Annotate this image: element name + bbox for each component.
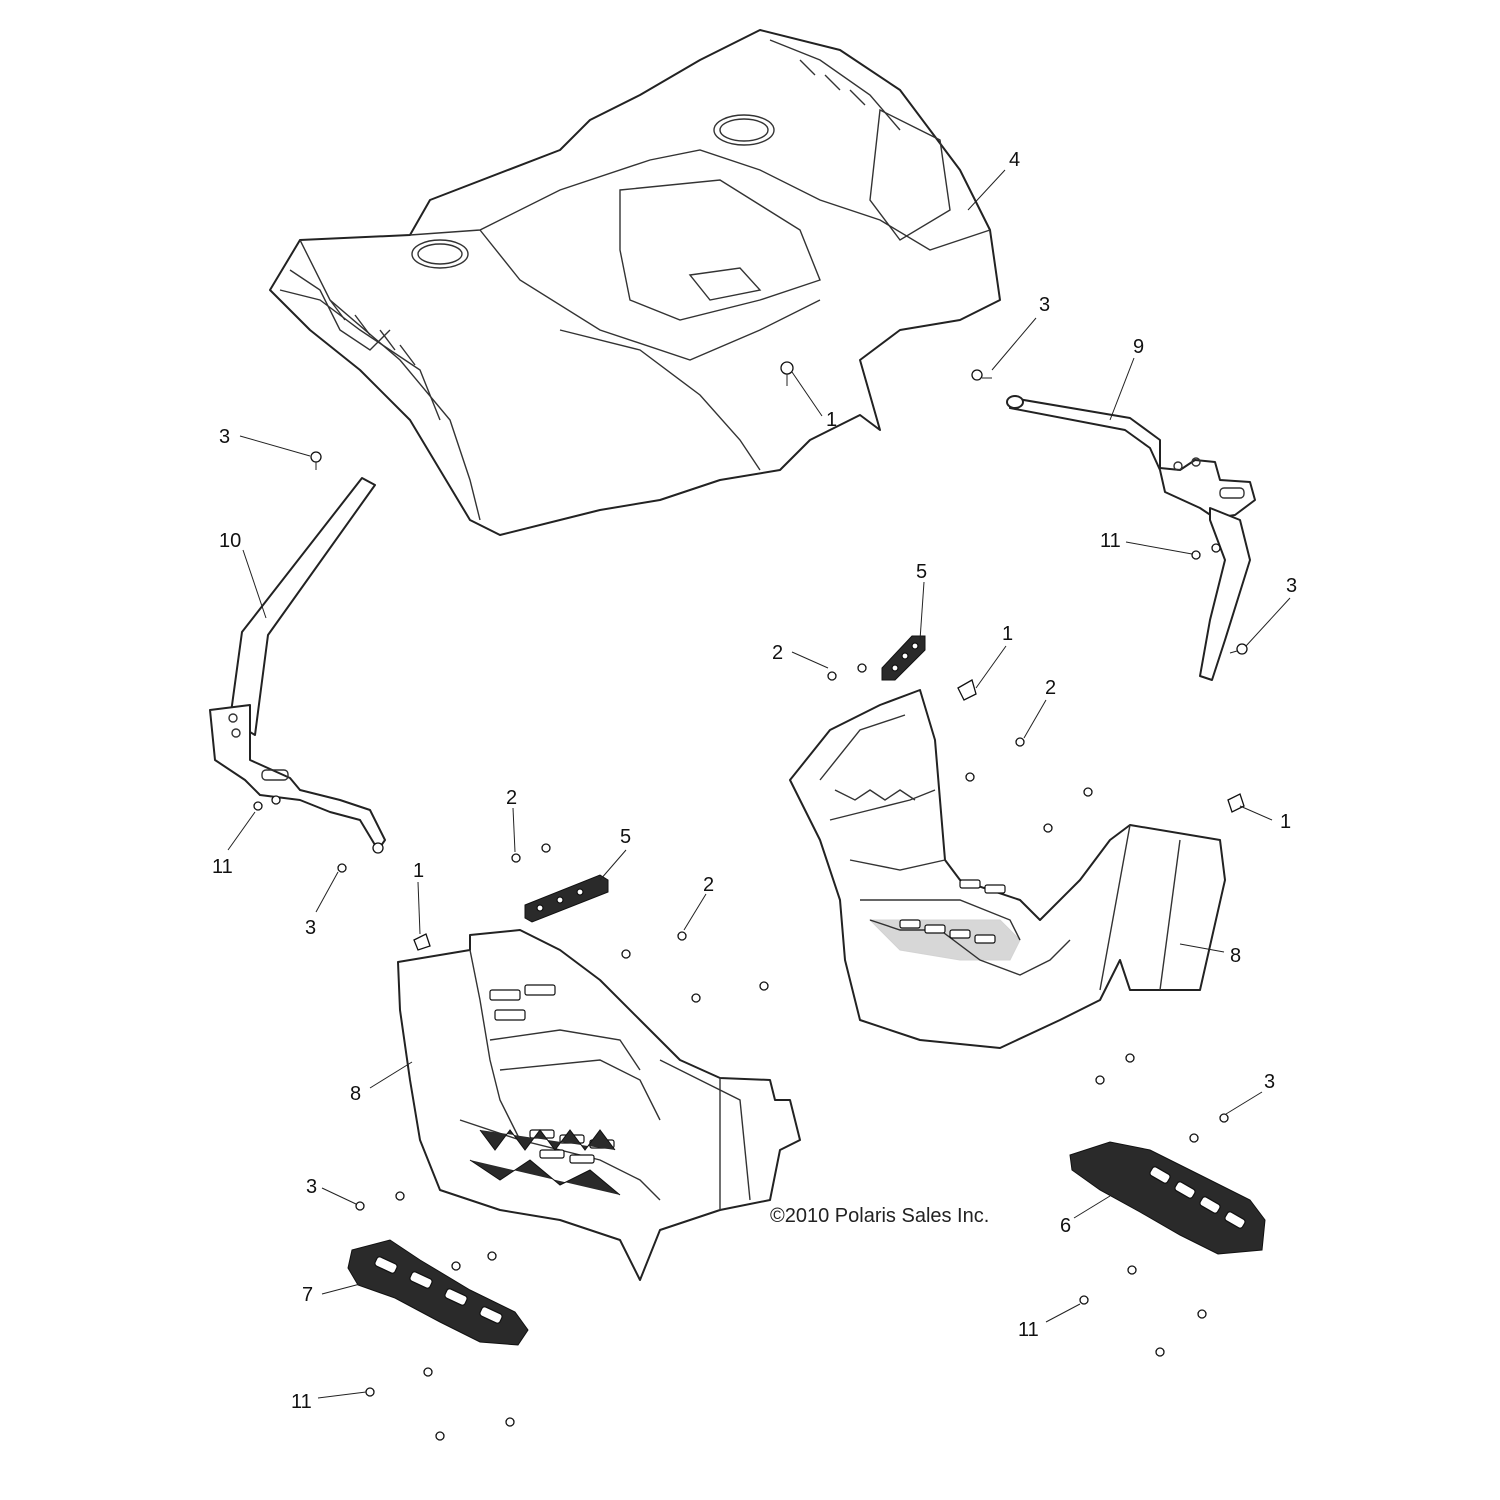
- right-footwell-part: [789, 689, 1226, 1049]
- callout-part-5: 5: [916, 561, 927, 583]
- screw-icon: [691, 993, 701, 1003]
- callout-part-3: 3: [1286, 575, 1297, 597]
- screw-icon: [337, 863, 347, 873]
- nut-icon: [505, 1417, 515, 1427]
- callout-part-4: 4: [1009, 149, 1020, 171]
- screw-icon: [355, 1201, 365, 1211]
- screw-icon: [310, 451, 322, 470]
- screw-icon: [965, 772, 975, 782]
- retainer-strip-upper-part: [881, 635, 926, 681]
- push-rivet-icon: [413, 933, 431, 951]
- callout-part-1: 1: [826, 409, 837, 431]
- leader-lines: [227, 169, 1291, 1399]
- screw-icon: [971, 369, 992, 381]
- left-footwell-part: [397, 929, 801, 1281]
- right-support-bracket-part: [1006, 395, 1256, 681]
- callout-part-11: 11: [291, 1391, 312, 1413]
- screw-icon: [780, 361, 794, 386]
- callout-part-1: 1: [413, 860, 424, 882]
- screw-icon: [1015, 737, 1025, 747]
- screw-icon: [1229, 643, 1248, 655]
- screw-icon: [759, 981, 769, 991]
- callout-part-3: 3: [1039, 294, 1050, 316]
- nut-icon: [365, 1387, 375, 1397]
- screw-icon: [1219, 1113, 1229, 1123]
- callout-part-10: 10: [219, 530, 241, 552]
- screw-icon: [621, 949, 631, 959]
- push-rivet-icon: [1227, 793, 1245, 813]
- callout-part-11: 11: [212, 856, 233, 878]
- callout-part-11: 11: [1100, 530, 1121, 552]
- callout-part-6: 6: [1060, 1215, 1071, 1237]
- nut-icon: [271, 795, 281, 805]
- callout-part-3: 3: [306, 1176, 317, 1198]
- screw-icon: [827, 671, 837, 681]
- nut-icon: [1155, 1347, 1165, 1357]
- callout-part-3: 3: [305, 917, 316, 939]
- callout-part-3: 3: [219, 426, 230, 448]
- callout-part-1: 1: [1280, 811, 1291, 833]
- screw-icon: [857, 663, 867, 673]
- nut-icon: [435, 1431, 445, 1441]
- copyright-notice: ©2010 Polaris Sales Inc.: [770, 1205, 989, 1227]
- screw-icon: [1043, 823, 1053, 833]
- callout-part-8: 8: [350, 1083, 361, 1105]
- callout-part-11: 11: [1018, 1319, 1039, 1341]
- fasteners: [253, 361, 1248, 1441]
- right-footrest-plate-part: [1069, 1141, 1266, 1255]
- nut-icon: [1127, 1265, 1137, 1275]
- screw-icon: [1189, 1133, 1199, 1143]
- callout-part-5: 5: [620, 826, 631, 848]
- screw-icon: [1083, 787, 1093, 797]
- callout-part-3: 3: [1264, 1071, 1275, 1093]
- screw-icon: [1125, 1053, 1135, 1063]
- callout-part-2: 2: [1045, 677, 1056, 699]
- push-rivet-icon: [957, 679, 977, 701]
- nut-icon: [253, 801, 263, 811]
- callout-part-7: 7: [302, 1284, 313, 1306]
- nut-icon: [1191, 550, 1201, 560]
- screw-icon: [541, 843, 551, 853]
- callout-part-2: 2: [703, 874, 714, 896]
- screw-icon: [511, 853, 521, 863]
- nut-icon: [423, 1367, 433, 1377]
- left-footrest-plate-part: [347, 1239, 529, 1346]
- callout-part-8: 8: [1230, 945, 1241, 967]
- nut-icon: [1197, 1309, 1207, 1319]
- screw-icon: [395, 1191, 405, 1201]
- callout-part-1: 1: [1002, 623, 1013, 645]
- screw-icon: [677, 931, 687, 941]
- screw-icon: [1095, 1075, 1105, 1085]
- screw-icon: [451, 1261, 461, 1271]
- screw-icon: [487, 1251, 497, 1261]
- callout-part-2: 2: [506, 787, 517, 809]
- callout-labels: 4 3 9 1 3 10 11 3 5 2 1 2 1 11 3 1 2 5 2…: [212, 149, 1297, 1413]
- nut-icon: [1079, 1295, 1089, 1305]
- retainer-strip-lower-part: [524, 874, 609, 923]
- rear-fender-part: [269, 29, 1001, 536]
- nut-icon: [1211, 543, 1221, 553]
- callout-part-2: 2: [772, 642, 783, 664]
- left-support-bracket-part: [209, 477, 386, 854]
- callout-part-9: 9: [1133, 336, 1144, 358]
